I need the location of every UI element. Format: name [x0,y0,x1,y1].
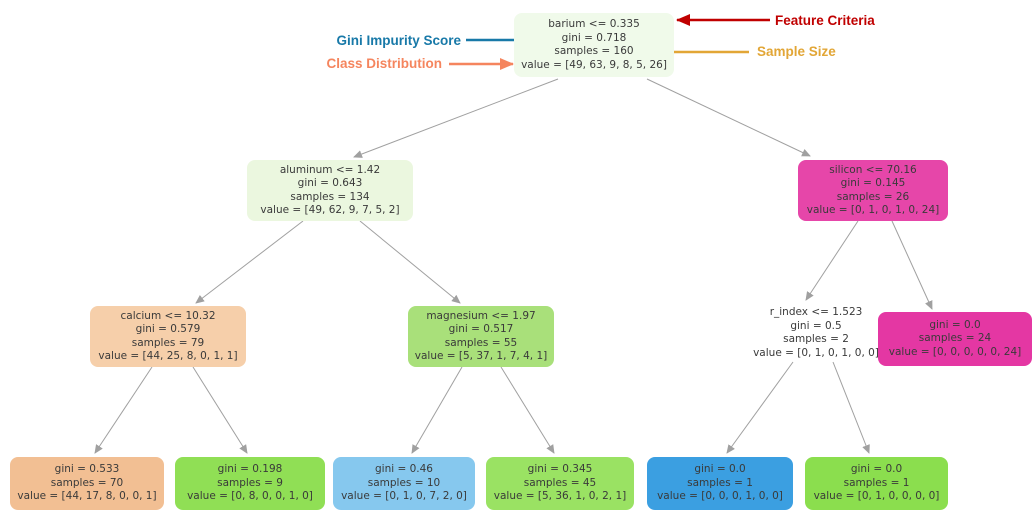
class-distribution-label: Class Distribution [326,56,442,71]
tree-leaf-magnesium-left: gini = 0.46 samples = 10 value = [0, 1, … [333,457,475,510]
node-gini: gini = 0.5 [790,319,842,332]
node-samples: samples = 55 [444,336,518,349]
node-gini: gini = 0.643 [297,177,363,189]
node-condition: calcium <= 10.32 [120,309,216,322]
node-condition: r_index <= 1.523 [769,306,863,318]
node-samples: samples = 79 [131,336,205,349]
node-value: value = [5, 36, 1, 0, 2, 1] [493,490,627,503]
tree-leaf-magnesium-right: gini = 0.345 samples = 45 value = [5, 36… [486,457,634,510]
node-gini: gini = 0.517 [448,323,514,335]
tree-edge-rindex-leaf-left [726,361,794,454]
node-gini: gini = 0.0 [694,463,746,476]
tree-edge-silicon-rindex [805,220,859,301]
node-gini: gini = 0.145 [840,177,906,189]
node-samples: samples = 45 [523,476,597,489]
node-gini: gini = 0.46 [374,463,433,476]
tree-leaf-silicon-pure: gini = 0.0 samples = 24 value = [0, 0, 0… [878,312,1032,366]
node-value: value = [0, 8, 0, 0, 1, 0] [187,490,313,503]
tree-leaf-calcium-left: gini = 0.533 samples = 70 value = [44, 1… [10,457,164,510]
tree-edge-aluminum-magnesium [359,220,461,304]
node-samples: samples = 160 [554,45,634,57]
node-value: value = [0, 1, 0, 0, 0, 0] [813,490,940,503]
node-gini: gini = 0.533 [54,463,120,476]
tree-edge-magnesium-leaf-right [500,366,555,454]
tree-leaf-calcium-right: gini = 0.198 samples = 9 value = [0, 8, … [175,457,325,510]
node-condition: aluminum <= 1.42 [279,163,381,176]
tree-edge-root-silicon [646,78,811,157]
node-value: value = [5, 37, 1, 7, 4, 1] [414,350,548,362]
node-gini: gini = 0.579 [135,323,201,335]
node-gini: gini = 0.345 [527,463,593,476]
node-value: value = [0, 0, 0, 0, 0, 24] [888,345,1022,358]
node-samples: samples = 24 [918,332,992,345]
node-condition: barium <= 0.335 [548,18,640,30]
node-samples: samples = 1 [843,476,910,489]
node-samples: samples = 26 [836,190,910,203]
node-samples: samples = 134 [290,190,370,203]
node-samples: samples = 70 [50,476,124,489]
tree-edge-root-aluminum [353,78,559,158]
tree-node-r-index: r_index <= 1.523 gini = 0.5 samples = 2 … [736,304,896,362]
tree-node-calcium: calcium <= 10.32 gini = 0.579 samples = … [90,306,246,367]
node-gini: gini = 0.0 [929,318,981,331]
node-value: value = [0, 1, 0, 1, 0, 0] [753,346,879,359]
node-condition: silicon <= 70.16 [829,163,917,176]
node-samples: samples = 9 [217,476,283,489]
tree-node-aluminum: aluminum <= 1.42 gini = 0.643 samples = … [247,160,413,221]
tree-node-magnesium: magnesium <= 1.97 gini = 0.517 samples =… [408,306,554,367]
node-samples: samples = 2 [783,333,849,345]
tree-leaf-rindex-left: gini = 0.0 samples = 1 value = [0, 0, 0,… [647,457,793,510]
sample-size-label: Sample Size [757,44,836,59]
node-gini: gini = 0.198 [217,463,283,476]
tree-edge-aluminum-calcium [195,220,304,304]
node-gini: gini = 0.0 [850,463,903,476]
gini-impurity-label: Gini Impurity Score [336,33,461,48]
tree-node-root: barium <= 0.335 gini = 0.718 samples = 1… [514,13,674,77]
tree-edge-rindex-leaf-right [832,361,870,454]
tree-edge-calcium-leaf-left [94,366,153,454]
tree-edge-calcium-leaf-right [192,366,248,454]
tree-leaf-rindex-right: gini = 0.0 samples = 1 value = [0, 1, 0,… [805,457,948,510]
node-value: value = [49, 63, 9, 8, 5, 26] [521,58,667,71]
node-value: value = [0, 0, 0, 1, 0, 0] [657,490,783,503]
node-gini: gini = 0.718 [561,31,627,44]
node-samples: samples = 10 [367,476,441,489]
node-condition: magnesium <= 1.97 [426,309,536,322]
node-samples: samples = 1 [687,476,753,489]
node-value: value = [44, 17, 8, 0, 0, 1] [17,490,157,503]
node-value: value = [0, 1, 0, 7, 2, 0] [341,490,467,503]
node-value: value = [0, 1, 0, 1, 0, 24] [806,204,940,216]
tree-edge-magnesium-leaf-left [411,366,463,454]
node-value: value = [44, 25, 8, 0, 1, 1] [98,350,238,362]
tree-node-silicon: silicon <= 70.16 gini = 0.145 samples = … [798,160,948,221]
feature-criteria-label: Feature Criteria [775,13,875,28]
node-value: value = [49, 62, 9, 7, 5, 2] [260,204,400,216]
tree-edge-silicon-leaf [891,220,933,310]
